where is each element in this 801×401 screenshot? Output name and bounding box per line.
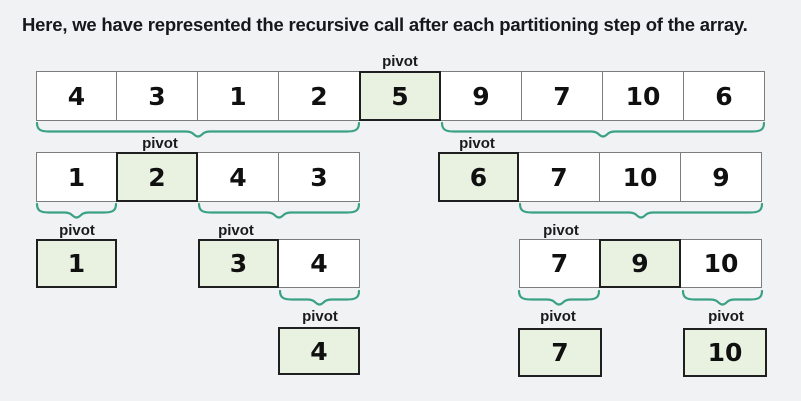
pivot-cell: 7 <box>518 328 602 377</box>
pivot-cell: 9 <box>599 239 681 288</box>
array-cell: 3 <box>278 152 360 202</box>
pivot-label: pivot <box>708 308 744 325</box>
page-title: Here, we have represented the recursive … <box>22 14 748 35</box>
pivot-cell: 6 <box>438 152 519 202</box>
array-level4-seven: 7 <box>518 328 602 377</box>
array-cell: 9 <box>440 71 522 121</box>
array-cell: 6 <box>683 71 765 121</box>
curly-brace-icon <box>35 121 361 138</box>
array-level4-ten: 10 <box>683 328 767 377</box>
pivot-cell: 10 <box>683 328 767 377</box>
array-level4-four: 4 <box>278 327 360 375</box>
pivot-label: pivot <box>59 222 95 239</box>
curly-brace-icon <box>278 289 361 306</box>
pivot-label: pivot <box>302 308 338 325</box>
array-cell: 1 <box>36 152 117 202</box>
array-cell: 7 <box>518 152 600 202</box>
pivot-cell: 4 <box>278 327 360 375</box>
pivot-label: pivot <box>540 308 576 325</box>
curly-brace-icon <box>440 121 766 138</box>
pivot-cell: 5 <box>359 71 441 121</box>
pivot-label: pivot <box>142 135 178 152</box>
pivot-label: pivot <box>382 53 418 70</box>
array-cell: 7 <box>521 71 603 121</box>
array-cell: 1 <box>197 71 279 121</box>
array-cell: 10 <box>599 152 681 202</box>
array-cell: 10 <box>602 71 684 121</box>
curly-brace-icon <box>518 202 764 219</box>
pivot-label: pivot <box>218 222 254 239</box>
pivot-cell: 2 <box>116 152 198 202</box>
array-cell: 2 <box>278 71 360 121</box>
array-cell: 7 <box>519 239 600 288</box>
array-cell: 3 <box>116 71 198 121</box>
array-cell: 9 <box>680 152 762 202</box>
pivot-cell: 1 <box>36 239 117 288</box>
array-level3-left: 1 <box>36 239 117 288</box>
pivot-label: pivot <box>459 135 495 152</box>
curly-brace-icon <box>35 202 118 219</box>
curly-brace-icon <box>517 289 601 306</box>
pivot-label: pivot <box>543 222 579 239</box>
curly-brace-icon <box>197 202 361 219</box>
array-cell: 4 <box>278 239 360 288</box>
pivot-cell: 3 <box>198 239 279 288</box>
curly-brace-icon <box>681 289 764 306</box>
array-cell: 4 <box>36 71 117 121</box>
array-cell: 10 <box>680 239 762 288</box>
array-cell: 4 <box>197 152 279 202</box>
